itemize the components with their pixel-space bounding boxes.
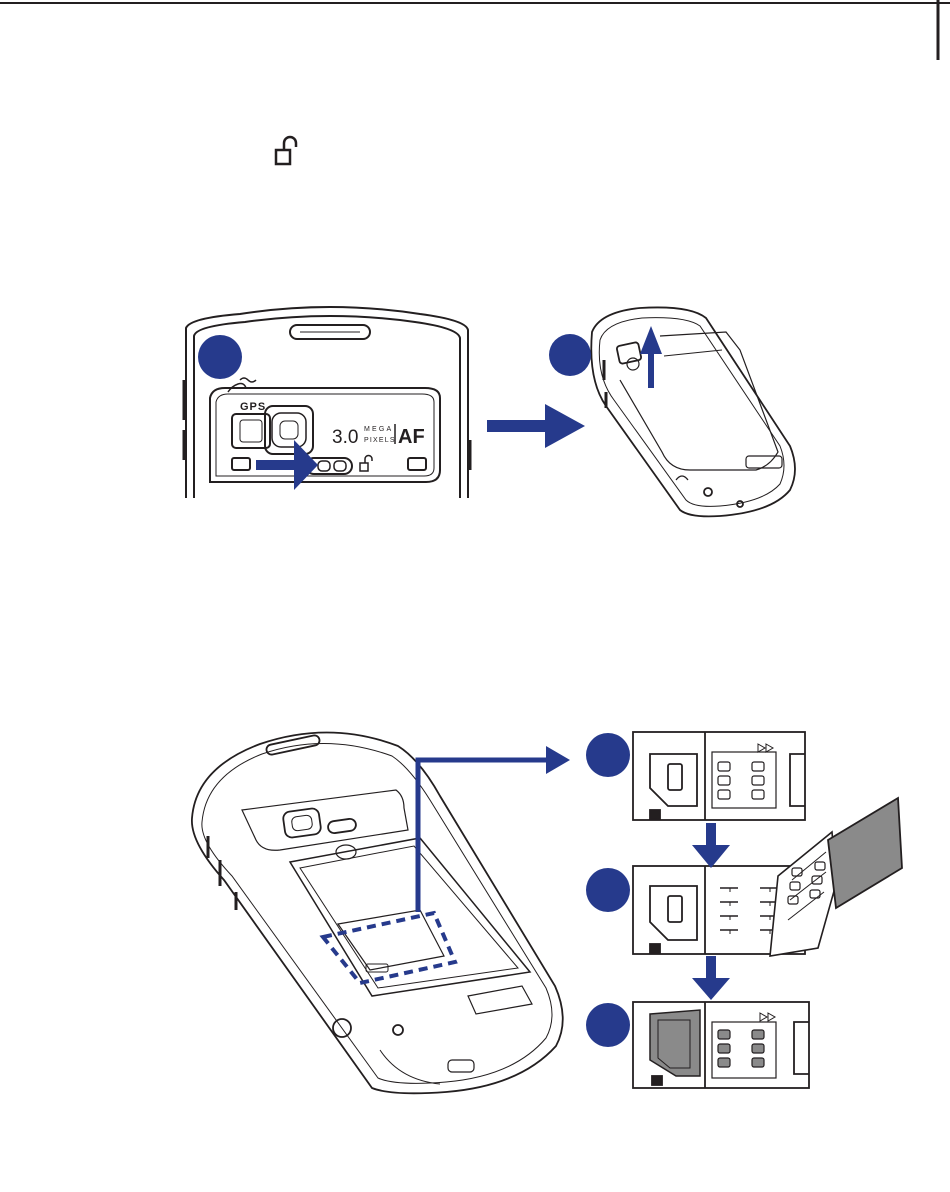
step-marker-3 bbox=[586, 1003, 630, 1047]
zoom-callout-arrow bbox=[418, 746, 570, 912]
phone-back-illustration bbox=[184, 307, 470, 498]
camera-pixels-label: PIXELS bbox=[364, 437, 396, 444]
sim-card bbox=[828, 798, 902, 908]
step-marker-2 bbox=[549, 334, 591, 376]
side-button-left bbox=[232, 458, 250, 470]
sim-holder-open bbox=[633, 832, 836, 956]
unlock-icon bbox=[276, 137, 296, 164]
lift-arrow bbox=[640, 326, 662, 388]
step-marker-1 bbox=[586, 733, 630, 777]
cover-lock-slider bbox=[327, 818, 356, 834]
step-marker-1 bbox=[198, 335, 242, 379]
sim-holder-closed-with-card bbox=[633, 1002, 809, 1088]
phone-open-illustration bbox=[192, 732, 563, 1093]
gps-label: GPS bbox=[240, 401, 266, 413]
sim-slot bbox=[338, 910, 444, 970]
camera-resolution: 3.0 bbox=[332, 427, 358, 448]
unlock-icon bbox=[360, 456, 372, 471]
sim-tray-hinged bbox=[770, 832, 836, 956]
camera-lens bbox=[282, 808, 321, 839]
sim-step-arrow-2 bbox=[692, 956, 730, 1000]
phone-angled-illustration bbox=[591, 307, 795, 516]
earpiece-grille bbox=[266, 734, 321, 755]
camera-module bbox=[242, 790, 408, 850]
side-button-right bbox=[408, 458, 426, 470]
camera-mega-label: MEGA bbox=[364, 426, 393, 433]
next-step-arrow bbox=[487, 404, 585, 448]
sim-holder-closed-empty bbox=[633, 732, 805, 820]
sim-step-arrow-1 bbox=[692, 823, 730, 868]
step-marker-2 bbox=[586, 868, 630, 912]
camera-af-label: AF bbox=[398, 426, 425, 448]
